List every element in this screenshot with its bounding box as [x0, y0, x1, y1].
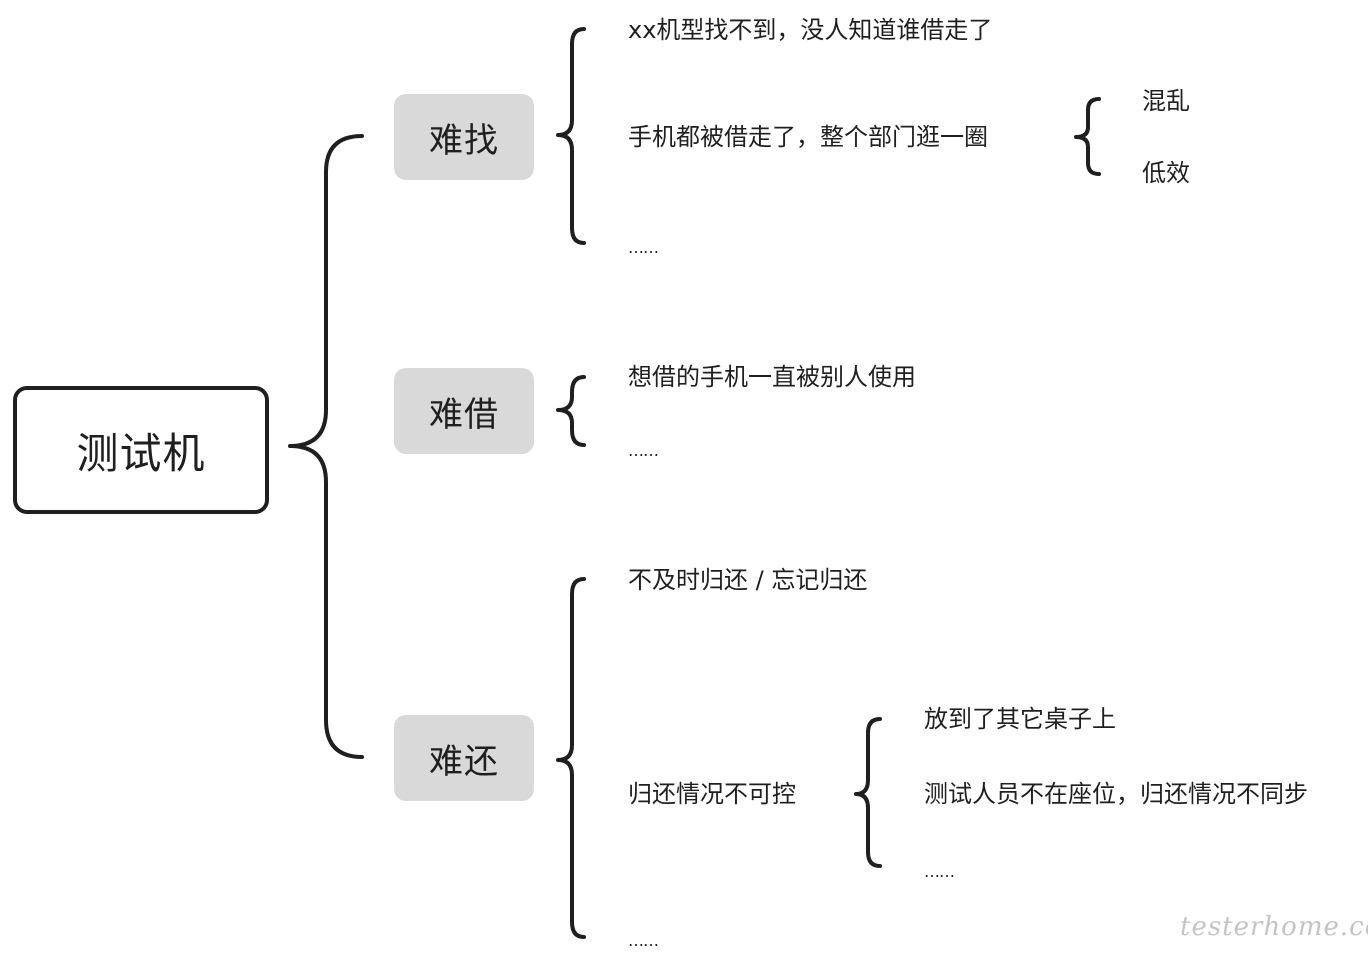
bracket-guihuan: [854, 717, 882, 868]
bracket-shouji: [1074, 97, 1101, 176]
leaf-ellipsis: ……: [628, 238, 659, 257]
root-node: 测试机: [13, 386, 269, 514]
leaf-text: 想借的手机一直被别人使用: [628, 363, 916, 391]
sub-leaf-text: 测试人员不在座位，归还情况不同步: [924, 780, 1308, 808]
sub-leaf-text: 放到了其它桌子上: [924, 705, 1116, 733]
branch-nanzhao: 难找: [394, 94, 534, 180]
sub-leaf-ellipsis: ……: [924, 862, 955, 881]
leaf-text: 归还情况不可控: [628, 780, 796, 808]
branch-nanhuan: 难还: [394, 715, 534, 801]
sub-leaf-text: 混乱: [1142, 87, 1190, 115]
leaf-text: xx机型找不到，没人知道谁借走了: [628, 16, 993, 44]
leaf-text: 不及时归还 / 忘记归还: [628, 566, 868, 594]
bracket-nanzhao: [556, 27, 586, 245]
watermark: testerhome.com: [1180, 912, 1368, 942]
branch-nanjie: 难借: [394, 368, 534, 454]
leaf-ellipsis: ……: [628, 931, 659, 950]
bracket-nanjie: [556, 375, 586, 447]
leaf-ellipsis: ……: [628, 441, 659, 460]
leaf-text: 手机都被借走了，整个部门逛一圈: [628, 123, 988, 151]
sub-leaf-text: 低效: [1142, 159, 1190, 187]
bracket-nanhuan: [556, 577, 586, 939]
root-bracket: [288, 134, 364, 759]
